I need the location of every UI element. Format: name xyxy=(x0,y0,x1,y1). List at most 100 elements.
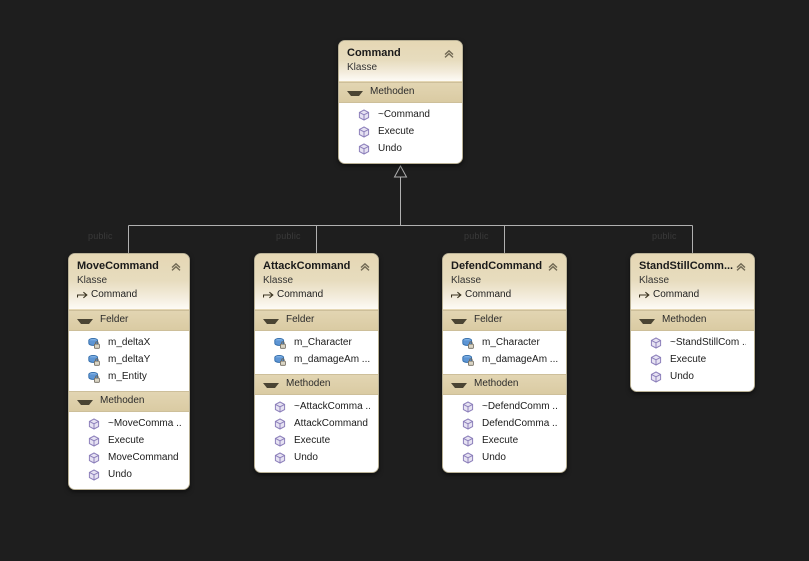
member-row[interactable]: Execute xyxy=(339,123,462,140)
member-row[interactable]: ~DefendComm ... xyxy=(443,398,566,415)
member-row[interactable]: MoveCommand xyxy=(69,449,189,466)
class-base-defendcommand: Command xyxy=(451,288,558,302)
field-icon xyxy=(274,337,286,349)
class-header-command[interactable]: Command Klasse xyxy=(339,41,462,82)
method-icon xyxy=(88,434,100,447)
member-row[interactable]: Undo xyxy=(255,449,378,466)
edge-label-movecommand: public xyxy=(88,231,113,241)
method-icon xyxy=(462,400,474,413)
member-list-fields: m_Character m_damageAm ... xyxy=(255,331,378,374)
section-label: Felder xyxy=(474,314,503,325)
class-title-defendcommand: DefendCommand xyxy=(451,260,543,272)
member-row[interactable]: Execute xyxy=(443,432,566,449)
member-label: Undo xyxy=(482,452,506,463)
section-label: Methoden xyxy=(100,395,145,406)
method-icon xyxy=(88,417,100,430)
inheritance-arrow-icon xyxy=(451,291,462,299)
member-label: ~AttackComma ... xyxy=(294,401,370,412)
section-label: Felder xyxy=(286,314,315,325)
chevron-up-icon[interactable] xyxy=(359,261,371,273)
triangle-expanded-icon xyxy=(77,399,93,405)
triangle-expanded-icon xyxy=(263,318,279,324)
method-icon xyxy=(650,370,662,383)
class-box-movecommand[interactable]: MoveCommand Klasse Command Felder xyxy=(68,253,190,490)
member-row[interactable]: Undo xyxy=(69,466,189,483)
base-class-label: Command xyxy=(653,289,700,300)
method-icon xyxy=(462,417,474,430)
method-icon xyxy=(274,434,286,447)
method-icon xyxy=(274,417,286,430)
member-row[interactable]: Undo xyxy=(631,368,754,385)
member-row[interactable]: Execute xyxy=(631,351,754,368)
base-class-label: Command xyxy=(277,289,324,300)
member-row[interactable]: m_Character xyxy=(255,334,378,351)
class-header-attackcommand[interactable]: AttackCommand Klasse Command xyxy=(255,254,378,310)
class-title-command: Command xyxy=(347,47,401,59)
class-box-standstillcommand[interactable]: StandStillComm... Klasse Command Methode… xyxy=(630,253,755,392)
member-row[interactable]: ~AttackComma ... xyxy=(255,398,378,415)
section-header-methods[interactable]: Methoden xyxy=(339,82,462,103)
member-row[interactable]: Undo xyxy=(443,449,566,466)
member-row[interactable]: AttackCommand xyxy=(255,415,378,432)
section-header-fields[interactable]: Felder xyxy=(255,310,378,331)
chevron-up-icon[interactable] xyxy=(443,48,455,60)
member-row[interactable]: ~StandStillCom ... xyxy=(631,334,754,351)
section-header-methods[interactable]: Methoden xyxy=(69,391,189,412)
section-label: Methoden xyxy=(286,378,331,389)
inheritance-arrow-icon xyxy=(639,291,650,299)
class-box-attackcommand[interactable]: AttackCommand Klasse Command Felder xyxy=(254,253,379,473)
member-row[interactable]: Execute xyxy=(255,432,378,449)
member-label: m_damageAm ... xyxy=(482,354,558,365)
method-icon xyxy=(358,125,370,138)
member-row[interactable]: m_Character xyxy=(443,334,566,351)
triangle-expanded-icon xyxy=(347,90,363,96)
member-row[interactable]: ~Command xyxy=(339,106,462,123)
chevron-up-icon[interactable] xyxy=(547,261,559,273)
section-header-methods[interactable]: Methoden xyxy=(255,374,378,395)
member-label: Undo xyxy=(670,371,694,382)
section-header-methods[interactable]: Methoden xyxy=(631,310,754,331)
member-list-methods: ~MoveComma ... Execute MoveCommand xyxy=(69,412,189,489)
member-row[interactable]: ~MoveComma ... xyxy=(69,415,189,432)
member-row[interactable]: DefendComma ... xyxy=(443,415,566,432)
method-icon xyxy=(650,336,662,349)
member-row[interactable]: m_deltaY xyxy=(69,351,189,368)
member-label: Execute xyxy=(294,435,331,446)
class-header-defendcommand[interactable]: DefendCommand Klasse Command xyxy=(443,254,566,310)
class-kind-command: Klasse xyxy=(347,62,378,73)
member-row[interactable]: m_damageAm ... xyxy=(255,351,378,368)
section-header-fields[interactable]: Felder xyxy=(69,310,189,331)
member-label: m_Entity xyxy=(108,371,147,382)
class-box-command[interactable]: Command Klasse Methoden ~Command xyxy=(338,40,463,164)
member-label: Undo xyxy=(378,143,402,154)
member-label: ~MoveComma ... xyxy=(108,418,181,429)
member-label: m_damageAm ... xyxy=(294,354,370,365)
member-list-methods: ~StandStillCom ... Execute Undo xyxy=(631,331,754,391)
section-header-fields[interactable]: Felder xyxy=(443,310,566,331)
member-label: m_Character xyxy=(294,337,352,348)
class-title-movecommand: MoveCommand xyxy=(77,260,159,272)
class-base-standstillcommand: Command xyxy=(639,288,746,302)
field-icon xyxy=(88,371,100,383)
chevron-up-icon[interactable] xyxy=(170,261,182,273)
member-list-methods: ~Command Execute Undo xyxy=(339,103,462,163)
member-label: DefendComma ... xyxy=(482,418,558,429)
member-row[interactable]: m_damageAm ... xyxy=(443,351,566,368)
member-row[interactable]: Execute xyxy=(69,432,189,449)
section-header-methods[interactable]: Methoden xyxy=(443,374,566,395)
member-row[interactable]: m_deltaX xyxy=(69,334,189,351)
member-row[interactable]: m_Entity xyxy=(69,368,189,385)
class-header-movecommand[interactable]: MoveCommand Klasse Command xyxy=(69,254,189,310)
member-label: Execute xyxy=(482,435,519,446)
member-row[interactable]: Undo xyxy=(339,140,462,157)
method-icon xyxy=(650,353,662,366)
class-title-standstillcommand: StandStillComm... xyxy=(639,260,734,272)
chevron-up-icon[interactable] xyxy=(735,261,747,273)
class-box-defendcommand[interactable]: DefendCommand Klasse Command Felder xyxy=(442,253,567,473)
base-class-label: Command xyxy=(91,289,138,300)
triangle-expanded-icon xyxy=(263,382,279,388)
member-label: m_deltaX xyxy=(108,337,151,348)
triangle-expanded-icon xyxy=(451,382,467,388)
class-header-standstillcommand[interactable]: StandStillComm... Klasse Command xyxy=(631,254,754,310)
